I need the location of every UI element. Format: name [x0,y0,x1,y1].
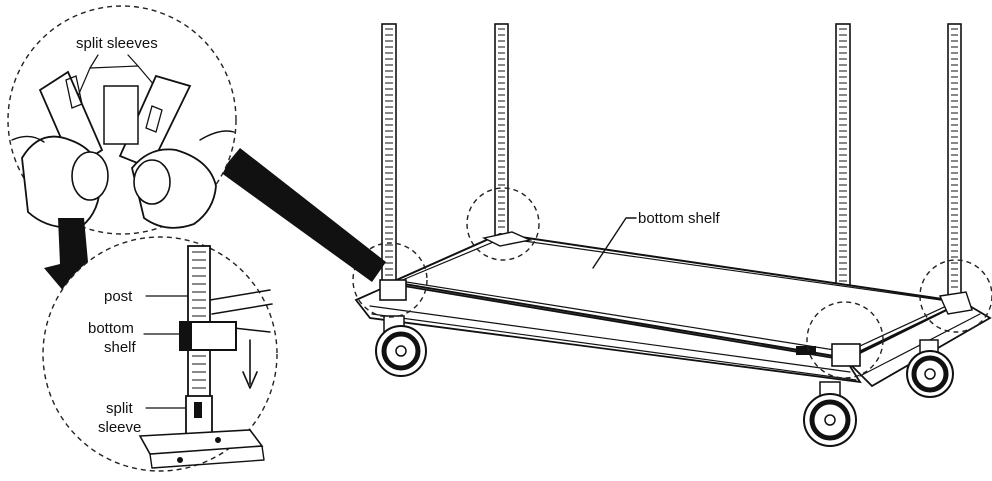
bottom-shelf-detail-label-line1: bottom [88,320,134,337]
bottom-shelf-detail-label-line2: shelf [104,339,137,356]
split-sleeve-label-line1: split [106,400,134,417]
split-sleeve-label-line2: sleeve [98,419,141,436]
post-label: post [104,288,133,305]
detail-post-sleeve: post bottom shelf split sleeve [42,236,278,472]
zoom-wedge [220,148,386,282]
highlight-right-front-corner [806,301,884,379]
detail-split-sleeves: split sleeves [7,5,237,235]
bottom-shelf-label: bottom shelf [638,210,721,227]
caster-right-front [803,381,857,447]
split-sleeves-label: split sleeves [76,35,158,52]
highlight-left-back-corner [466,187,540,261]
bottom-shelf-leader-line [592,217,637,269]
caster-right-back [906,339,954,398]
cart-illustration: bottom shelf [352,23,992,447]
caster-left-front [375,315,427,377]
down-arrow-icon [44,218,104,306]
post-left-back [494,23,509,237]
highlight-right-back-corner [919,259,992,333]
shelf-deck [354,231,992,388]
highlight-left-front-corner [352,242,428,318]
